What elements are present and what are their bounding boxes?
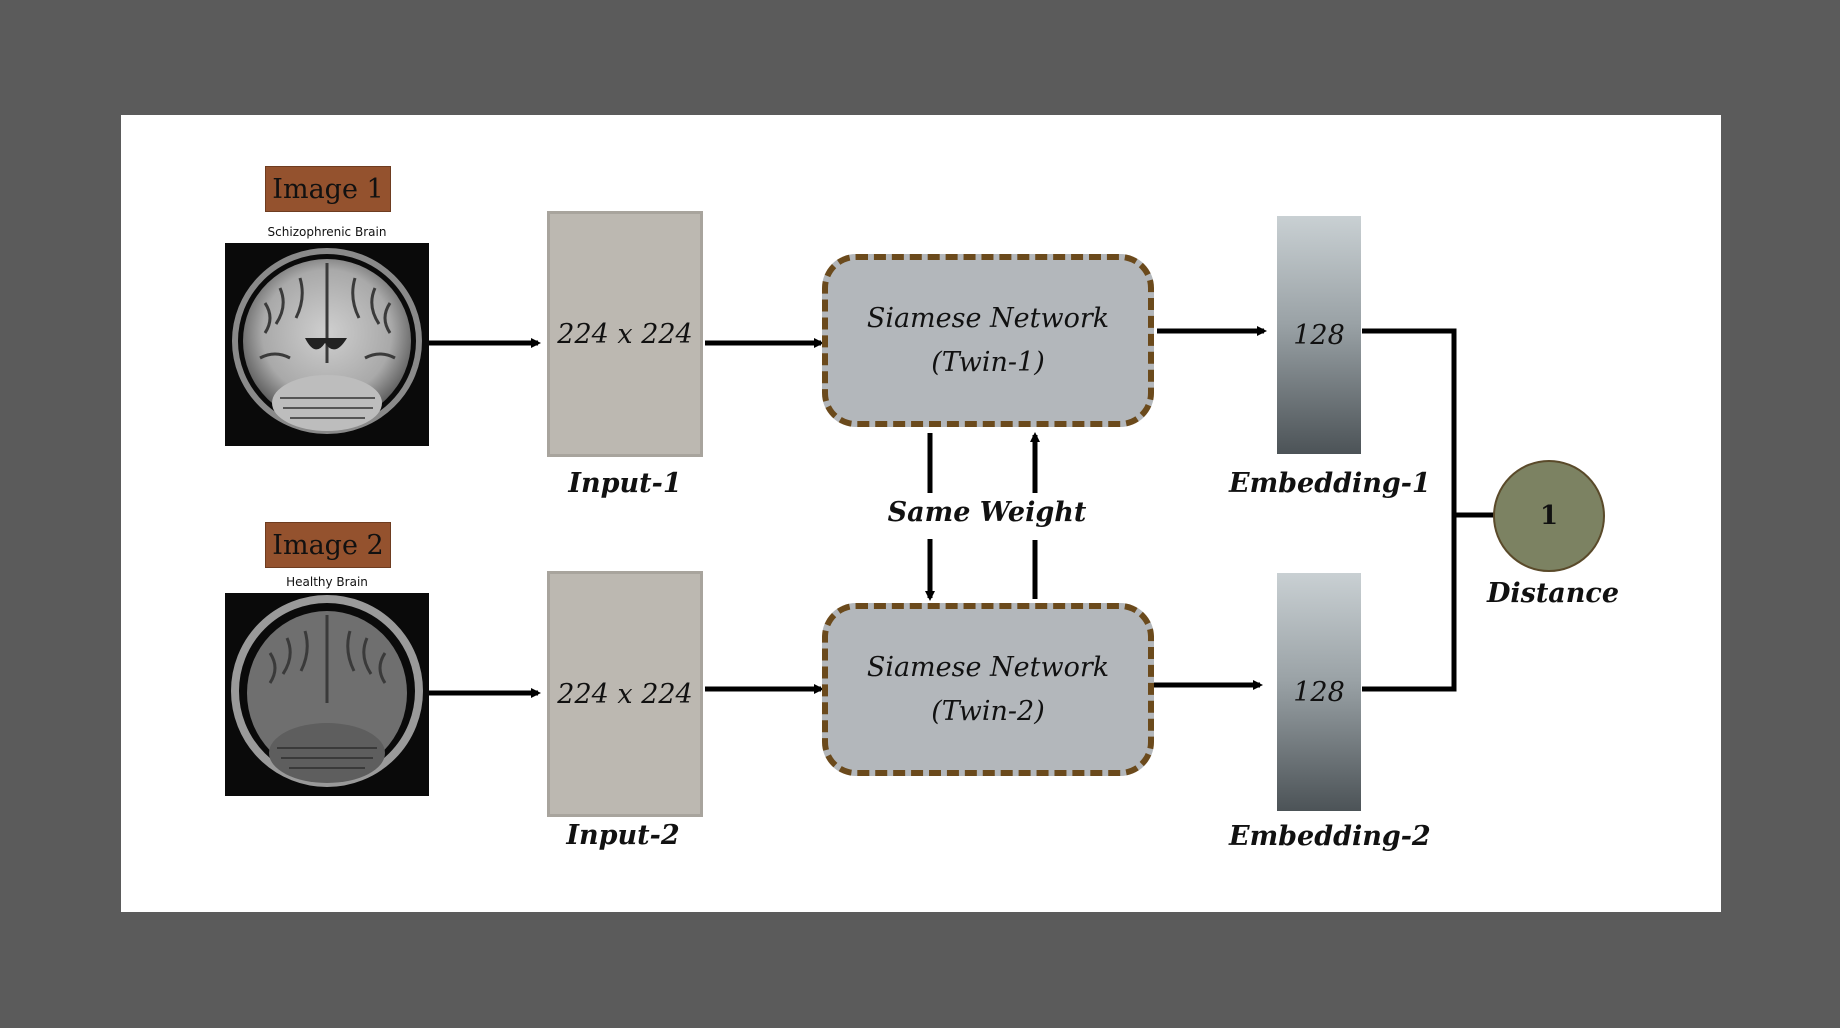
embedding-merge-bracket <box>1362 328 1457 692</box>
image1-caption: Schizophrenic Brain <box>267 225 387 239</box>
image1-tag: Image 1 <box>265 166 391 212</box>
embedding2-bar: 128 <box>1277 573 1361 811</box>
input1-box: 224 x 224 <box>547 211 703 457</box>
siamese-network-twin1: Siamese Network (Twin-1) <box>822 254 1154 427</box>
input2-label: Input-2 <box>566 820 680 851</box>
diagram-canvas: Image 1 Schizophrenic Brain Image 2 <box>121 115 1721 912</box>
twin1-title: Siamese Network <box>866 302 1110 334</box>
distance-node: 1 <box>1493 460 1605 572</box>
embedding2-label: Embedding-2 <box>1229 821 1431 852</box>
same-weight-label: Same Weight <box>887 497 1087 528</box>
image2-caption: Healthy Brain <box>286 575 368 589</box>
embedding1-bar: 128 <box>1277 216 1361 454</box>
siamese-network-twin2: Siamese Network (Twin-2) <box>822 603 1154 776</box>
embedding1-label: Embedding-1 <box>1229 468 1431 499</box>
brain-mri-healthy <box>225 593 429 796</box>
coronal-brain-scan-image <box>231 595 423 787</box>
twin2-subtitle: (Twin-2) <box>931 695 1045 727</box>
twin1-subtitle: (Twin-1) <box>931 346 1045 378</box>
input1-label: Input-1 <box>568 468 682 499</box>
input2-box: 224 x 224 <box>547 571 703 817</box>
distance-label: Distance <box>1486 578 1620 609</box>
image2-tag: Image 2 <box>265 522 391 568</box>
twin2-title: Siamese Network <box>866 651 1110 683</box>
brain-mri-schizophrenic <box>225 243 429 446</box>
coronal-brain-scan-image <box>232 248 422 434</box>
connector-arrows <box>427 326 1494 698</box>
